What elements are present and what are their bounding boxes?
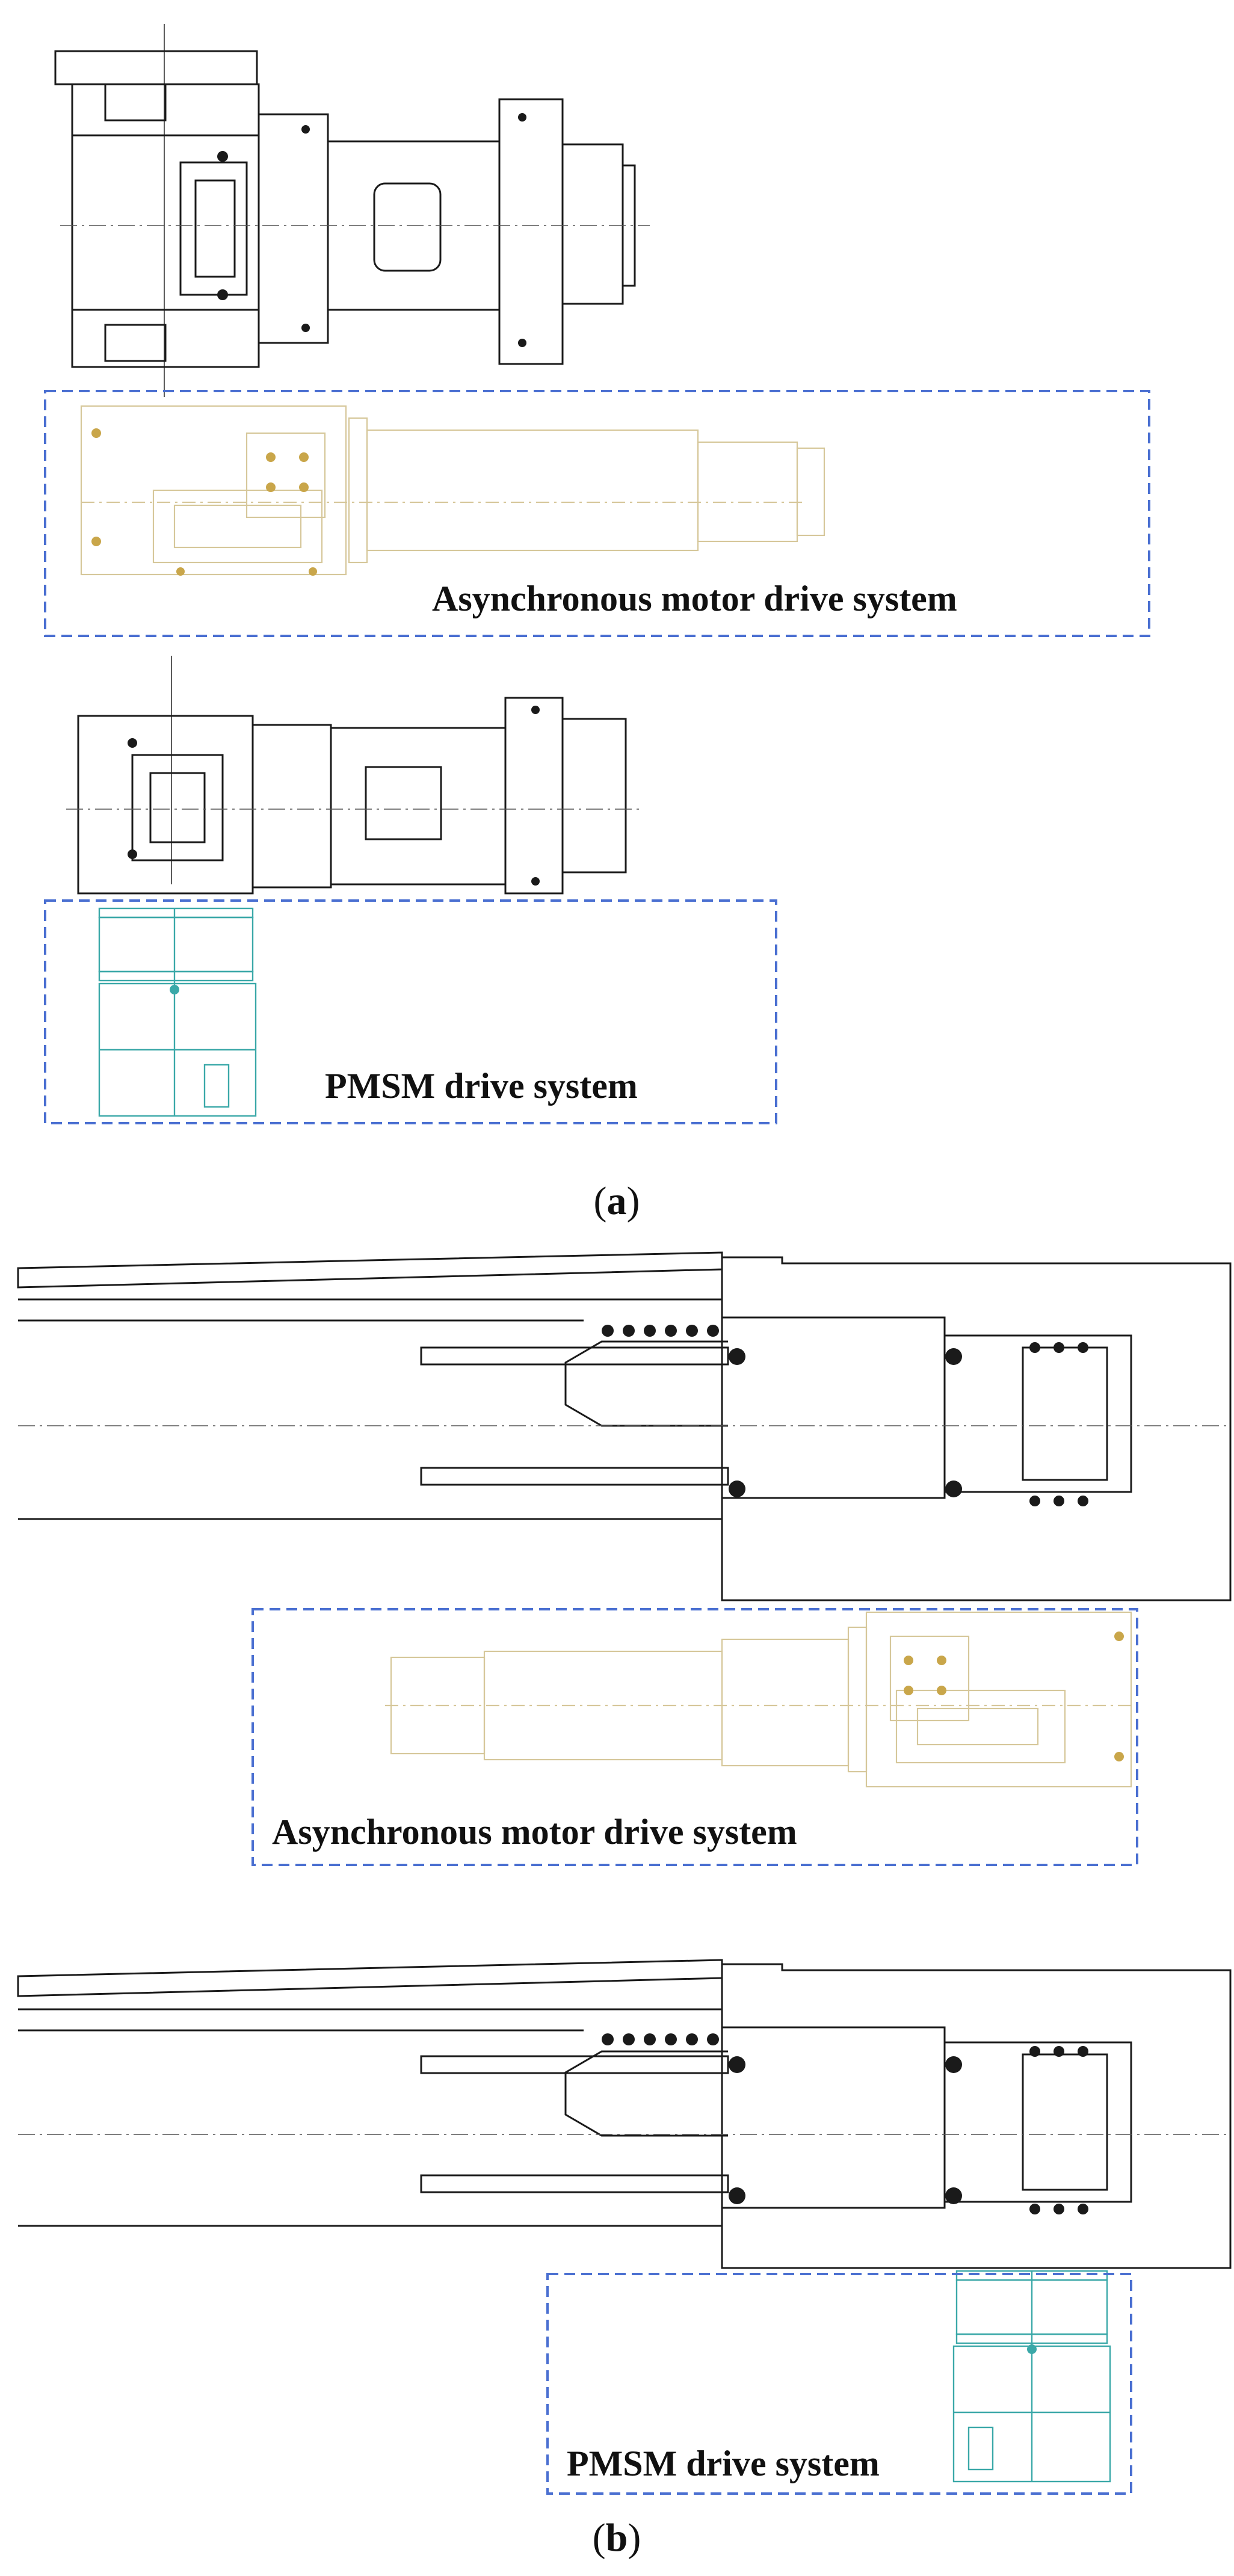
panel-a-caption: (a)	[594, 1179, 640, 1223]
b-async-dashed-box	[251, 1608, 1138, 1866]
panel-b-caption: (b)	[593, 2516, 641, 2560]
b-async-motor-drawing	[385, 1611, 1132, 1788]
b-pmsm-label: PMSM drive system	[567, 2444, 880, 2483]
b-pmsm-motor-drawing	[952, 2270, 1111, 2483]
panel-b: Asynchronous motor drive system	[17, 1251, 1232, 2560]
a-pmsm-motor-drawing	[98, 907, 257, 1117]
a-async-label: Asynchronous motor drive system	[432, 579, 957, 618]
a-pmsm-dashed-box	[44, 899, 777, 1124]
a-mid-frame-drawing	[66, 656, 644, 895]
b-async-label: Asynchronous motor drive system	[272, 1812, 797, 1852]
b-upper-boom-drawing	[17, 1251, 1232, 1601]
b-lower-boom-drawing	[17, 1959, 1232, 2269]
b-pmsm-dashed-box	[546, 2273, 1132, 2495]
a-async-motor-drawing	[80, 405, 825, 576]
a-top-frame-drawing	[54, 24, 650, 397]
a-pmsm-label: PMSM drive system	[325, 1066, 638, 1106]
panel-a: Asynchronous motor drive system	[44, 24, 1150, 1223]
